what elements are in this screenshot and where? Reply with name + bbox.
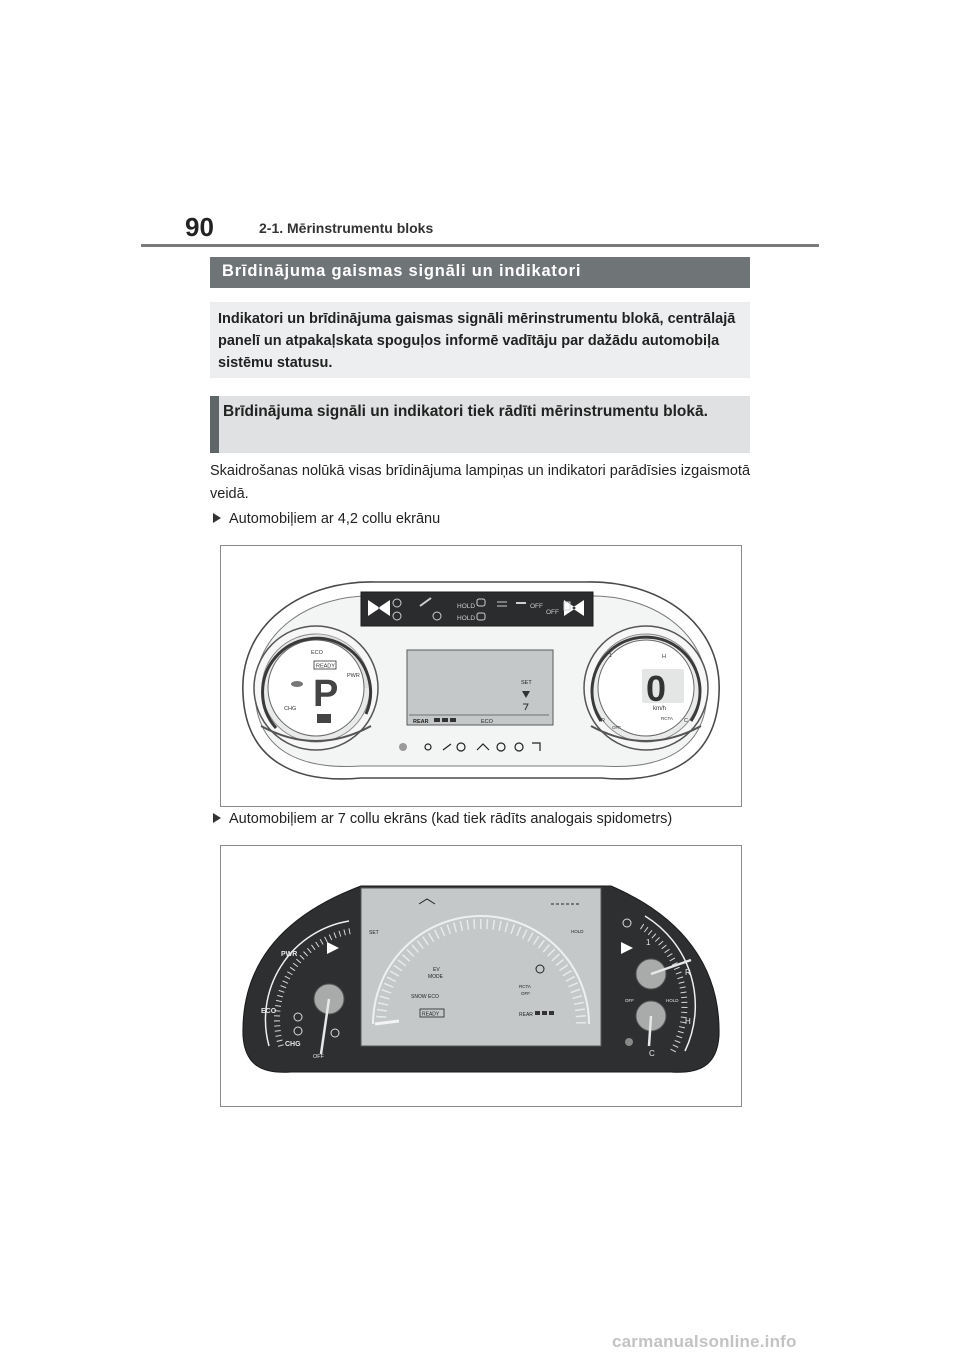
triangle-bullet-icon [213, 813, 221, 823]
speed-readout: 0 [646, 668, 666, 709]
c-label-fig2: C [649, 1049, 655, 1058]
rear-label-fig1: REAR [413, 719, 429, 725]
hold-label-center-fig2: HOLD [571, 929, 584, 934]
triangle-bullet-icon [213, 513, 221, 523]
figure-cluster-4-2-inch: HOLD HOLD OFF OFF ECO READY P PWR CHG [220, 545, 742, 807]
mode-label-fig2: MODE [428, 974, 444, 980]
one-label-fig1: 1 [609, 653, 612, 659]
intro-box: Indikatori un brīdinājuma gaismas signāl… [210, 302, 750, 378]
pwr-label-fig1: PWR [347, 673, 360, 679]
hold-label-right-fig2: HOLD [666, 998, 679, 1003]
h-label-fig1: H [662, 654, 666, 660]
ready-label-fig1: READY [316, 664, 335, 670]
hold-label-strip-2: HOLD [457, 615, 475, 622]
gear-indicator: P [313, 673, 338, 715]
one-label-fig2: 1 [646, 938, 651, 947]
pwr-label-fig2: PWR [281, 951, 297, 958]
instrument-cluster-illustration: HOLD HOLD OFF OFF ECO READY P PWR CHG [242, 581, 720, 780]
figure-cluster-7-inch: SET EV MODE SNOW ECO READY RCTA OFF REAR… [220, 845, 742, 1107]
off-label-strip-2: OFF [546, 609, 559, 616]
header-divider [141, 244, 819, 247]
eco-label-lcd-fig1: ECO [481, 719, 494, 725]
ready-label-fig2: READY [422, 1012, 440, 1018]
ev-label-fig2: EV [433, 967, 440, 973]
intro-text: Indikatori un brīdinājuma gaismas signāl… [218, 311, 736, 371]
bullet-item: Automobiļiem ar 4,2 collu ekrānu [213, 511, 440, 527]
set-label-fig2: SET [369, 930, 379, 936]
bullet-item: Automobiļiem ar 7 collu ekrāns (kad tiek… [213, 811, 672, 827]
subsection-box: Brīdinājuma signāli un indikatori tiek r… [210, 396, 750, 453]
rear-label-fig2: REAR [519, 1012, 533, 1018]
hold-label-strip: HOLD [457, 603, 475, 610]
bullet-text: Automobiļiem ar 4,2 collu ekrānu [229, 511, 441, 527]
chg-label-fig1: CHG [284, 706, 296, 712]
off-label-gauge-fig1: OFF [612, 725, 621, 730]
eco-label-fig2: ECO [428, 994, 439, 1000]
page-number: 90 [185, 212, 214, 242]
body-paragraph: Skaidrošanas nolūkā visas brīdinājuma la… [210, 463, 751, 502]
off-label-left-fig2: OFF [313, 1054, 325, 1060]
instrument-cluster-analog-illustration: SET EV MODE SNOW ECO READY RCTA OFF REAR… [242, 885, 720, 1073]
chg-label-fig2: CHG [285, 1041, 301, 1048]
r-label-fig1: R [601, 718, 605, 724]
r-label-fig2: R [685, 968, 691, 977]
off-label-center-fig2: OFF [521, 991, 530, 996]
c-label-fig1: C [684, 718, 688, 724]
eco-label-fig1: ECO [311, 650, 324, 656]
speed-unit-label: km/h [653, 706, 666, 712]
rcta-label-fig2: RCTA [519, 984, 531, 989]
subsection-heading: Brīdinājuma signāli un indikatori tiek r… [223, 403, 708, 420]
subsection-accent-bar [210, 396, 219, 453]
off-label-right-fig2: OFF [625, 998, 634, 1003]
snow-label-fig2: SNOW [411, 994, 427, 1000]
set-label-fig1: SET [521, 680, 532, 686]
section-title: 2-1. Mērinstrumentu bloks [259, 220, 434, 236]
bullet-text: Automobiļiem ar 7 collu ekrāns (kad tiek… [229, 811, 673, 827]
watermark: carmanualsonline.info [612, 1332, 797, 1351]
off-label-strip: OFF [530, 603, 543, 610]
section-heading-band: Brīdinājuma gaismas signāli un indikator… [210, 257, 750, 288]
section-heading: Brīdinājuma gaismas signāli un indikator… [222, 262, 582, 280]
rcta-label-fig1: RCTA [661, 716, 673, 721]
h-label-fig2: H [685, 1017, 691, 1026]
eco-label-left-fig2: ECO [261, 1008, 277, 1015]
